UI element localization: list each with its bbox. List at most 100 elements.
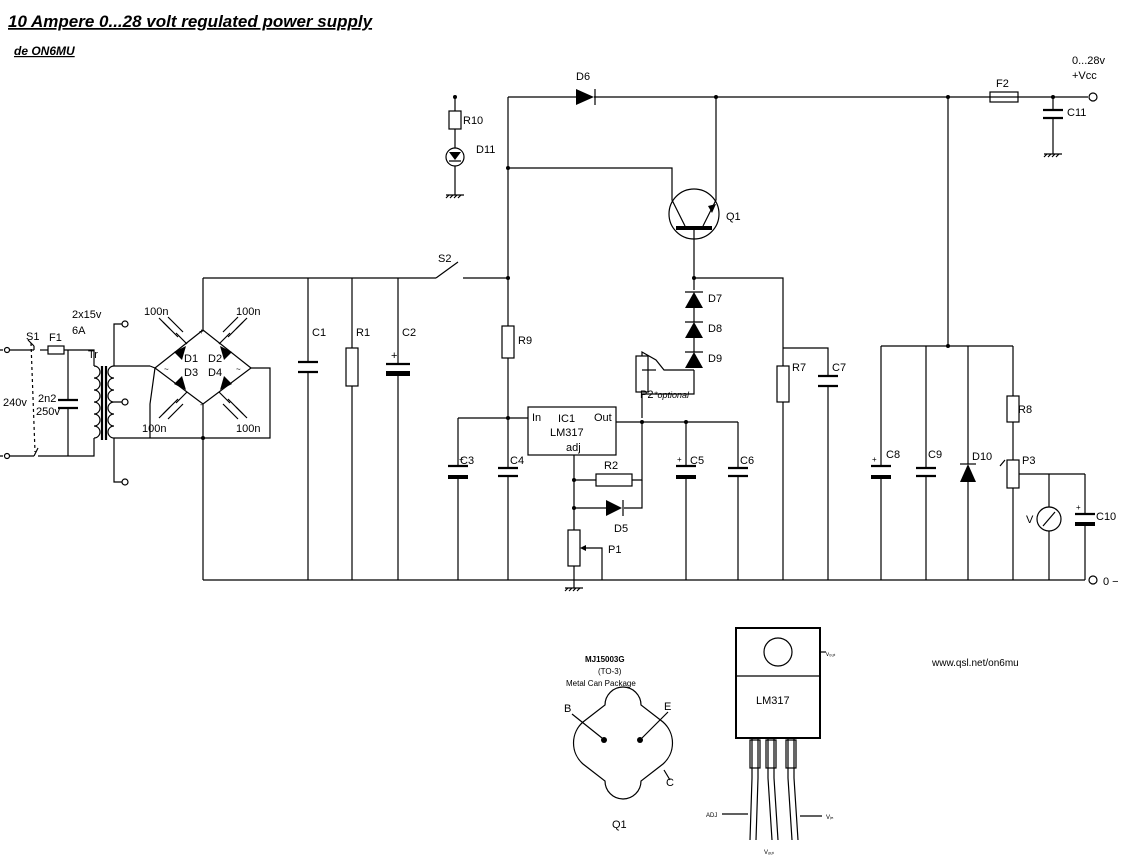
d1-label: D1 — [184, 353, 198, 365]
svg-text:+: + — [677, 455, 682, 464]
terminal-neg-label: 0 − — [1103, 576, 1119, 588]
d3-label: D3 — [184, 367, 198, 379]
svg-text:+: + — [459, 455, 464, 464]
c6-label: C6 — [740, 455, 754, 467]
p3-label: P3 — [1022, 455, 1035, 467]
ic-adj-label: adj — [566, 442, 581, 454]
p2-potentiometer — [635, 355, 649, 393]
r10-label: R10 — [463, 115, 483, 127]
lm-vout-tab: v₀ᵤₜ — [826, 652, 836, 658]
bridge-cap-bl: 100n — [142, 423, 166, 435]
c4-label: C4 — [510, 455, 524, 467]
website-label: www.qsl.net/on6mu — [931, 658, 1019, 669]
bridge-cap-tl: 100n — [144, 306, 168, 318]
r7-resistor — [776, 365, 790, 403]
d5-label: D5 — [614, 523, 628, 535]
rails: S2 0 − 0...28v +Vcc — [203, 55, 1119, 588]
cap-value-label: 2n2 — [38, 393, 56, 405]
r8-label: R8 — [1018, 404, 1032, 416]
output-section: + C8 C9 D10 R8 P3 V + C10 F2 C11 — [871, 78, 1116, 580]
mj-part-label: MJ15003G — [585, 655, 625, 664]
indicator-section: R10 D11 D6 — [445, 71, 596, 199]
c2-plus: + — [391, 350, 397, 362]
f1-label: F1 — [49, 332, 62, 344]
r7-label: R7 — [792, 362, 806, 374]
secondary-current-label: 6A — [72, 325, 86, 337]
bridge-ac-left: ~ — [164, 365, 169, 374]
d8-label: D8 — [708, 323, 722, 335]
d4-label: D4 — [208, 367, 222, 379]
d9-label: D9 — [708, 353, 722, 365]
ic1-lm317 — [527, 406, 617, 456]
p1-potentiometer — [567, 529, 581, 567]
bridge-minus: - — [200, 400, 203, 409]
lm317-package: LM317 v₀ᵤₜ ADJ Vᵢₙ Vₒᵤₜ — [706, 627, 836, 856]
mj-pin-b: B — [564, 703, 571, 715]
lm-adj-label: ADJ — [706, 813, 717, 819]
c2-label: C2 — [402, 327, 416, 339]
secondary-voltage-label: 2x15v — [72, 309, 102, 321]
r9-label: R9 — [518, 335, 532, 347]
c3-label: C3 — [460, 455, 474, 467]
r1-resistor — [345, 347, 359, 387]
driver-section: D7 D8 D9 P2 *optional R7 C7 — [635, 277, 846, 580]
author-label: de ON6MU — [14, 44, 75, 58]
regulator-section: R9 In IC1 LM317 Out adj + C3 C4 R2 D5 P1… — [448, 278, 754, 592]
s2-label: S2 — [438, 253, 451, 265]
c1-label: C1 — [312, 327, 326, 339]
c9-label: C9 — [928, 449, 942, 461]
r1-label: R1 — [356, 327, 370, 339]
ic-out-label: Out — [594, 412, 612, 424]
p1-label: P1 — [608, 544, 621, 556]
lm-package-label: LM317 — [756, 695, 790, 707]
fuse-f2 — [989, 91, 1019, 103]
secondary-terminal-mid — [121, 398, 129, 406]
c5-label: C5 — [690, 455, 704, 467]
ic-type-label: LM317 — [550, 427, 584, 439]
mj-desc-label: Metal Can Package — [566, 679, 636, 688]
p2-label: P2 — [640, 389, 653, 401]
cap-rating-label: 250v — [36, 406, 60, 418]
mj15003g-package: MJ15003G (TO-3) Metal Can Package B E C … — [564, 655, 674, 831]
fuse-f1 — [47, 345, 65, 355]
mj-pin-c: C — [666, 777, 674, 789]
transformer-label: Tr — [88, 349, 98, 361]
d7-label: D7 — [708, 293, 722, 305]
c11-label: C11 — [1067, 107, 1086, 119]
bridge-plus: + — [199, 327, 204, 336]
svg-text:+: + — [872, 455, 877, 464]
r10-resistor — [448, 110, 462, 130]
f2-label: F2 — [996, 78, 1009, 90]
terminal-pos-label1: 0...28v — [1072, 55, 1106, 67]
terminal-pos — [1088, 92, 1098, 102]
d11-label: D11 — [476, 144, 495, 156]
p3-potentiometer — [1006, 459, 1020, 489]
mj-pin-e: E — [664, 701, 671, 713]
secondary-terminal-top — [121, 320, 129, 328]
terminal-pos-label2: +Vcc — [1072, 70, 1097, 82]
mj-q1-label: Q1 — [612, 819, 627, 831]
terminal-neg — [1088, 575, 1098, 585]
junctions — [201, 95, 1055, 510]
bridge-rectifier: 100n 100n 100n 100n D1 D2 D3 D4 + - ~ ~ — [142, 278, 271, 580]
secondary-terminal-bottom — [121, 478, 129, 486]
q1-label: Q1 — [726, 211, 741, 223]
page-title: 10 Ampere 0...28 volt regulated power su… — [8, 12, 374, 31]
lm-vin-label: Vᵢₙ — [826, 815, 834, 821]
r2-resistor — [595, 473, 633, 487]
p2-note: *optional — [654, 390, 690, 400]
q1-transistor: Q1 — [508, 97, 741, 278]
c7-label: C7 — [832, 362, 846, 374]
d6-label: D6 — [576, 71, 590, 83]
r9-resistor — [501, 325, 515, 359]
mains-input: S1 F1 240v 2n2 250v Tr 2x15v 6A — [0, 309, 150, 486]
mj-package-label: (TO-3) — [598, 667, 622, 676]
r2-label: R2 — [604, 460, 618, 472]
mains-voltage-label: 240v — [3, 397, 27, 409]
ic-name-label: IC1 — [558, 413, 575, 425]
bridge-cap-tr: 100n — [236, 306, 260, 318]
ic-in-label: In — [532, 412, 541, 424]
voltmeter-label: V — [1026, 514, 1034, 526]
bridge-ac-right: ~ — [236, 365, 241, 374]
